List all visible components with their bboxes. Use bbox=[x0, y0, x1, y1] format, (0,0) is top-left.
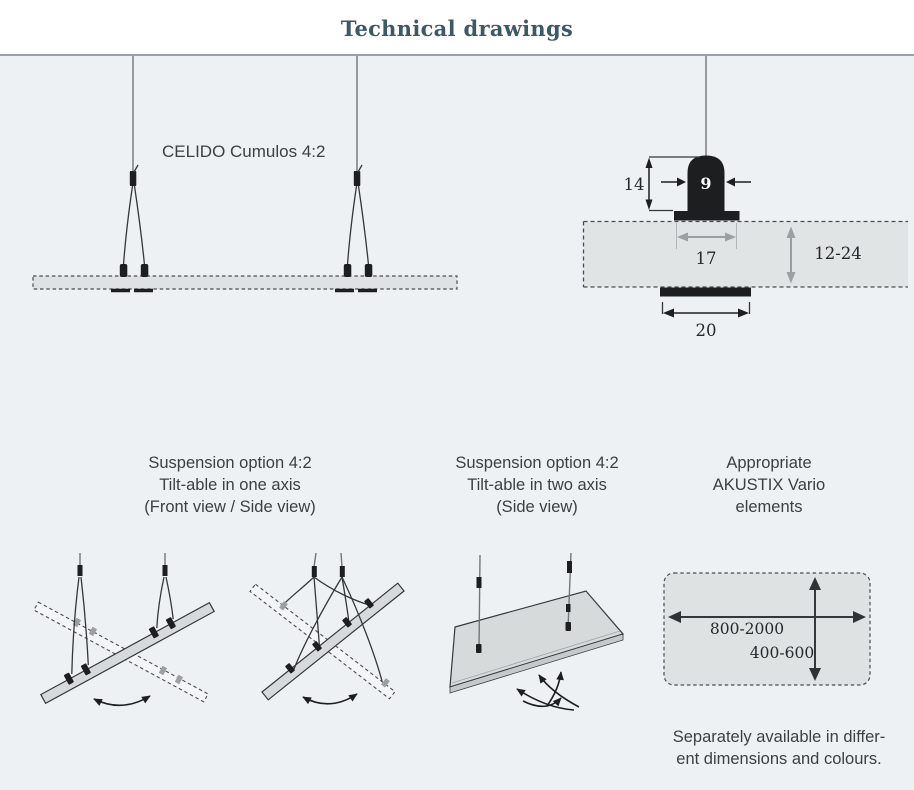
panel-clamp bbox=[476, 644, 482, 653]
spread-wire bbox=[357, 185, 370, 266]
header-divider bbox=[0, 54, 914, 56]
dim-14-label: 14 bbox=[624, 175, 645, 194]
spread-wire bbox=[341, 576, 350, 624]
option-one-axis-drawing bbox=[33, 553, 215, 707]
footnote-line: ent dimensions and colours. bbox=[676, 750, 882, 768]
caption-line: Suspension option 4:2 bbox=[455, 454, 619, 472]
caption-line: (Front view / Side view) bbox=[144, 498, 316, 516]
overview-suspension-drawing bbox=[32, 56, 458, 293]
ghost-clamp bbox=[279, 601, 288, 611]
option-one-axis-side-drawing bbox=[249, 552, 405, 705]
ghost-clamp bbox=[381, 678, 390, 688]
page-title: Technical drawings bbox=[340, 16, 574, 41]
caption-vario-elements: Appropriate AKUSTIX Vario elements bbox=[649, 452, 889, 518]
panel-clamp bbox=[63, 672, 74, 685]
spread-wire bbox=[313, 576, 370, 606]
panel-clamp bbox=[165, 617, 176, 630]
wire-fitting bbox=[77, 565, 83, 576]
dim-9-label: 9 bbox=[700, 174, 711, 193]
panel-clamp bbox=[565, 622, 571, 631]
panel-clamp bbox=[80, 663, 91, 676]
ghost-clamp bbox=[158, 665, 168, 676]
panel-bevel-line bbox=[451, 630, 621, 684]
panel-clamp bbox=[343, 264, 352, 277]
dim-20-label: 20 bbox=[696, 321, 717, 340]
suspension-wire bbox=[478, 554, 481, 652]
availability-note: Separately available in differ- ent dime… bbox=[645, 726, 913, 770]
caption-line: Appropriate bbox=[726, 454, 812, 472]
dim-plate-width bbox=[661, 302, 751, 318]
panel-clamp bbox=[364, 598, 374, 609]
panel-top-face bbox=[449, 590, 625, 688]
product-label: CELIDO Cumulos 4:2 bbox=[162, 142, 326, 161]
dim-panel-thickness bbox=[786, 226, 796, 284]
wire-fitting bbox=[162, 565, 168, 576]
caption-option-one-axis: Suspension option 4:2 Tilt-able in one a… bbox=[110, 452, 350, 518]
tilt-arrow bbox=[93, 695, 151, 707]
dim-width-arrow bbox=[809, 577, 821, 681]
tilt-arrow bbox=[302, 693, 358, 705]
footnote-line: Separately available in differ- bbox=[672, 728, 886, 746]
dim-clamp-width bbox=[661, 177, 751, 187]
panel-clamp bbox=[285, 663, 295, 674]
panel-clamp bbox=[148, 626, 159, 639]
wire-fitting bbox=[129, 164, 139, 186]
vario-element-drawing: 800-2000 400-600 bbox=[663, 572, 871, 686]
panel-clamp bbox=[342, 617, 352, 628]
dim-clamp-height bbox=[645, 156, 700, 212]
profile-detail-drawing: 14 9 17 bbox=[582, 56, 908, 340]
dim-12-24-label: 12-24 bbox=[814, 244, 862, 263]
caption-option-two-axis: Suspension option 4:2 Tilt-able in two a… bbox=[417, 452, 657, 518]
panel-front-edge bbox=[449, 633, 624, 694]
alt-wire bbox=[341, 576, 383, 682]
tilt-arrows bbox=[516, 671, 580, 711]
alt-wire bbox=[281, 576, 315, 607]
spread-wire bbox=[80, 576, 89, 666]
wire-fitting bbox=[476, 577, 482, 588]
wire-fitting bbox=[311, 566, 317, 577]
suspension-wire bbox=[313, 552, 317, 568]
spread-wire bbox=[156, 576, 165, 629]
caption-line: Tilt-able in one axis bbox=[159, 476, 301, 494]
tilted-panel bbox=[261, 582, 405, 701]
dim-length-arrow bbox=[668, 611, 866, 623]
wire-fitting bbox=[339, 566, 345, 577]
caption-line: Tilt-able in two axis bbox=[467, 476, 607, 494]
ghost-clamp bbox=[88, 626, 98, 637]
dim-17-label: 17 bbox=[696, 249, 717, 268]
ghost-panel bbox=[249, 583, 396, 700]
spread-wire bbox=[165, 576, 174, 620]
clamp-flange bbox=[674, 211, 740, 221]
wire-fitting bbox=[567, 561, 572, 573]
spread-wire bbox=[293, 576, 343, 670]
acoustic-panel bbox=[32, 275, 458, 290]
caption-line: Suspension option 4:2 bbox=[148, 454, 312, 472]
wire-clamp bbox=[566, 604, 571, 612]
spread-wire bbox=[346, 185, 358, 266]
spread-wire bbox=[71, 576, 80, 675]
dim-flange-width bbox=[676, 223, 737, 249]
panel-clamp bbox=[119, 264, 128, 277]
suspension-wire bbox=[340, 552, 343, 568]
caption-line: AKUSTIX Vario bbox=[712, 476, 826, 494]
caption-line: elements bbox=[735, 498, 803, 516]
dim-400-600-label: 400-600 bbox=[750, 644, 814, 662]
ghost-clamp bbox=[174, 674, 184, 685]
spread-wire bbox=[133, 185, 146, 266]
wire-fitting bbox=[353, 164, 363, 186]
dim-800-2000-label: 800-2000 bbox=[710, 620, 784, 638]
panel-clamp bbox=[312, 641, 322, 652]
clamp-profile bbox=[687, 155, 725, 211]
vario-element-outline bbox=[663, 572, 871, 686]
spread-wire bbox=[122, 185, 134, 266]
spread-wire bbox=[313, 576, 321, 648]
panel-clamp bbox=[364, 264, 373, 277]
bottom-plate bbox=[660, 287, 751, 297]
panel-section bbox=[583, 221, 908, 287]
panel-clamp bbox=[140, 264, 149, 277]
caption-line: (Side view) bbox=[496, 498, 578, 516]
option-two-axis-drawing bbox=[449, 552, 625, 711]
